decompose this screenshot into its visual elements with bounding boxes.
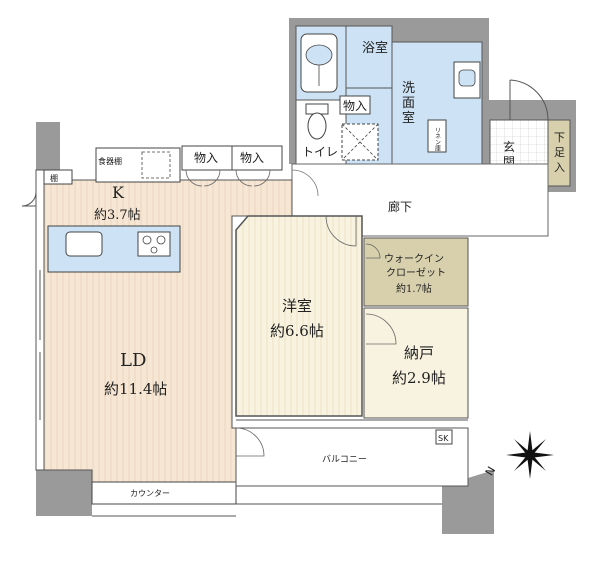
toilet-label: トイレ	[302, 145, 338, 159]
kitchen-counter	[47, 225, 181, 273]
kitchen-size: 約3.7帖	[94, 208, 141, 223]
walk-in-closet	[363, 237, 469, 307]
closet-size: 約1.7帖	[396, 282, 432, 295]
linen-storage	[427, 119, 447, 153]
ld-size: 約11.4帖	[104, 380, 167, 398]
storeroom-name: 納戸	[404, 344, 434, 362]
compass-icon	[506, 431, 554, 479]
sk-label: SK	[438, 434, 449, 443]
entrance-door	[509, 79, 549, 121]
sk-box	[435, 429, 453, 445]
bathtub-icon	[300, 33, 338, 93]
western-room-floor	[235, 215, 363, 417]
wet-storage-label: 物入	[343, 99, 367, 113]
counter	[91, 481, 237, 505]
closet-name-2: クローゼット	[386, 267, 446, 279]
closet-name-1: ウォークイン	[384, 253, 444, 265]
corridor-door-arc	[291, 169, 319, 197]
linen-label: リネン庫	[434, 127, 441, 152]
toilet-icon	[305, 103, 329, 140]
wet-storage	[339, 95, 371, 115]
storage-door-arcs	[185, 169, 271, 187]
kitchen-side-door	[21, 191, 37, 207]
shoe-label-1: 下	[554, 131, 565, 144]
fridge-space	[141, 151, 171, 179]
balcony	[235, 427, 469, 487]
tana-shelf	[43, 169, 73, 185]
tana-label: 棚	[50, 173, 58, 183]
cupboard-label: 食器棚	[98, 156, 122, 166]
balcony-label: バルコニー	[322, 454, 367, 465]
ld-name: LD	[120, 350, 146, 371]
western-room-door	[325, 215, 357, 247]
kitchen-storage-2-label: 物入	[240, 151, 264, 165]
washroom-label-1: 洗	[402, 81, 415, 96]
kitchen-storage-1-label: 物入	[194, 151, 218, 165]
closet-door	[365, 243, 381, 259]
washing-machine-pan	[341, 123, 379, 161]
cupboard	[95, 147, 181, 183]
counter-label: カウンター	[130, 489, 170, 498]
entrance-label-1: 玄	[503, 139, 515, 154]
storeroom-door	[365, 313, 397, 345]
washroom-label-2: 面	[402, 96, 415, 111]
corridor-label: 廊下	[388, 199, 412, 214]
western-room-name: 洋室	[282, 297, 312, 315]
washbasin-icon	[453, 61, 481, 99]
washroom-label-3: 室	[402, 110, 415, 126]
kitchen-storage-1	[181, 145, 233, 171]
western-room-size: 約6.6帖	[270, 322, 324, 340]
shoe-label-3: 入	[554, 161, 565, 174]
kitchen-storage-2	[231, 145, 283, 171]
shoe-label-2: 足	[554, 146, 565, 159]
storeroom	[363, 307, 469, 419]
bath-label: 浴室	[362, 40, 388, 56]
balcony-door	[235, 427, 265, 457]
storeroom-size: 約2.9帖	[392, 369, 446, 387]
kitchen-name: K	[112, 183, 125, 202]
